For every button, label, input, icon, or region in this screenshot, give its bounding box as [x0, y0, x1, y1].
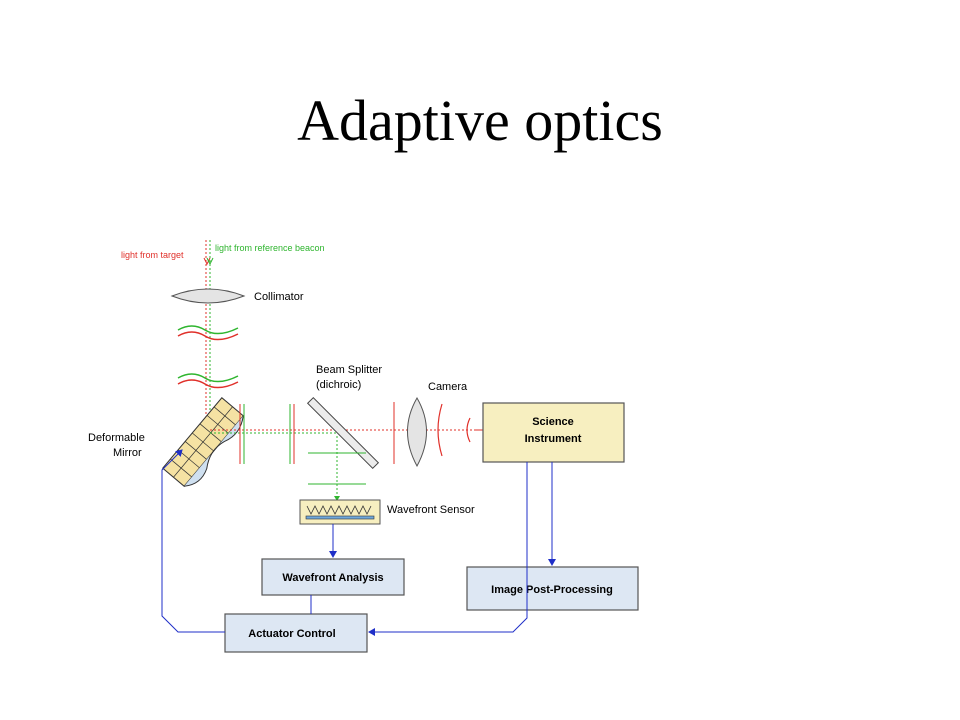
sensor-beam: [308, 436, 366, 501]
camera-lens: [407, 396, 427, 468]
science-label-line2: Instrument: [525, 433, 582, 445]
incoming-light-beams: [203, 240, 214, 430]
collimator-lens: [170, 288, 246, 304]
image-post-processing-box: Image Post-Processing: [466, 566, 639, 611]
science-label-line1: Science: [532, 416, 574, 428]
deformable-label-line1: Deformable: [88, 432, 145, 444]
light-from-target-label: light from target: [121, 250, 184, 260]
beam-splitter-label-line2: (dichroic): [316, 379, 361, 391]
collimator-label: Collimator: [254, 291, 304, 303]
science-instrument-box: Science Instrument: [482, 402, 625, 463]
beam-splitter-label-line1: Beam Splitter: [316, 364, 382, 376]
feedback-connections: [161, 449, 556, 636]
main-beam: [210, 402, 490, 464]
distorted-wavefronts: [177, 325, 239, 389]
deformable-mirror: [162, 397, 244, 487]
actuator-control-box: Actuator Control: [224, 613, 368, 653]
image-post-processing-label: Image Post-Processing: [491, 584, 613, 596]
wavefront-sensor: [299, 499, 381, 525]
wavefront-analysis-box: Wavefront Analysis: [261, 558, 405, 596]
deformable-label-line2: Mirror: [113, 447, 142, 459]
slide-title: Adaptive optics: [297, 88, 663, 153]
light-from-beacon-label: light from reference beacon: [215, 243, 325, 253]
wavefront-sensor-label: Wavefront Sensor: [387, 504, 475, 516]
wavefront-analysis-label: Wavefront Analysis: [282, 572, 383, 584]
camera-label: Camera: [428, 381, 468, 393]
actuator-control-label: Actuator Control: [248, 628, 335, 640]
beam-splitter: [306, 396, 380, 470]
